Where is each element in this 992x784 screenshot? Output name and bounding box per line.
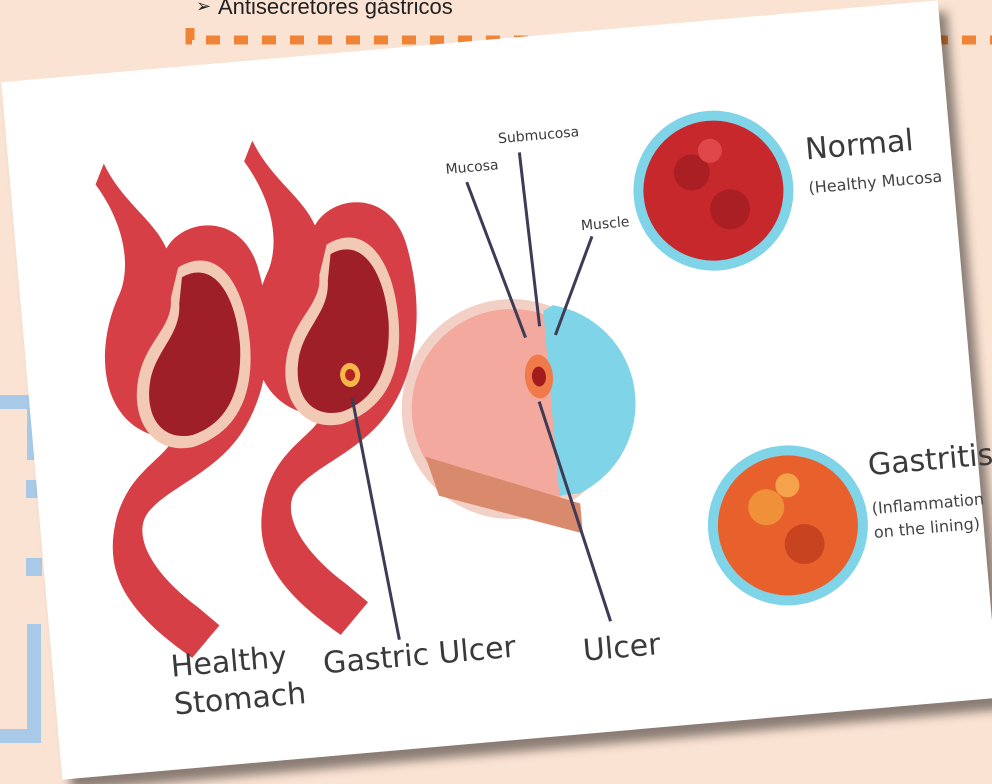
bullet-text: Antisecretores gástricos	[218, 0, 453, 20]
arrow-bullet-icon: ➢	[196, 0, 211, 17]
gastritis-circle	[701, 439, 874, 612]
ulcer-label: Ulcer	[582, 627, 662, 670]
healthy-stomach-illustration	[79, 151, 296, 664]
normal-mucosa-circle	[627, 104, 800, 277]
